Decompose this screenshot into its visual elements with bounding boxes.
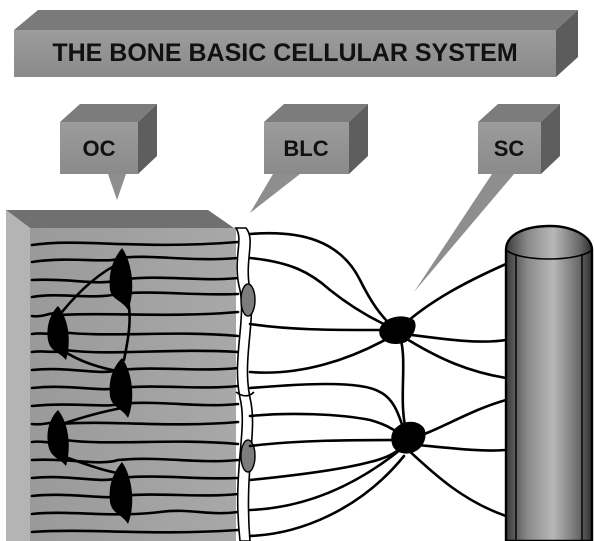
sc-label: SC (494, 136, 525, 161)
cell-processes (250, 233, 506, 536)
diagram-title: THE BONE BASIC CELLULAR SYSTEM (52, 39, 517, 67)
stromal-cell (391, 422, 425, 454)
blc-label: BLC (283, 136, 328, 161)
oc-label: OC (83, 136, 116, 161)
blc-nucleus (241, 284, 255, 316)
title-banner: THE BONE BASIC CELLULAR SYSTEM (14, 10, 578, 77)
bone-lining-layer (236, 228, 255, 541)
blood-vessel (506, 226, 592, 541)
blc-label-box: BLC (250, 104, 368, 213)
oc-label-box: OC (60, 104, 157, 200)
